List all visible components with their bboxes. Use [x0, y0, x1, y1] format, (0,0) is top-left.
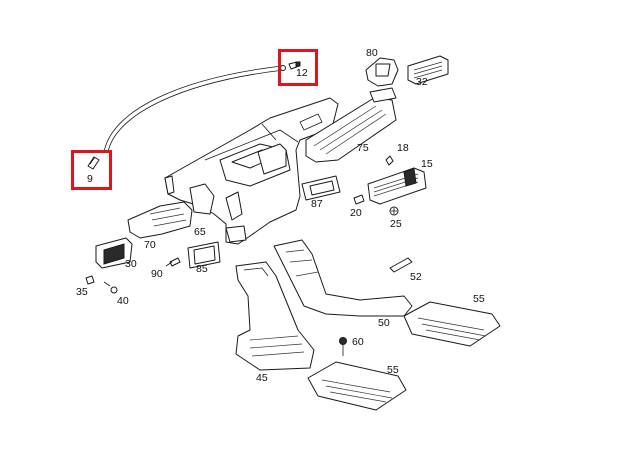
- label-part-85: 85: [196, 263, 208, 275]
- label-part-65: 65: [194, 226, 206, 238]
- part-20-clip: [353, 194, 365, 205]
- label-part-55-lower: 55: [387, 364, 399, 376]
- part-85-bezel: [187, 241, 221, 269]
- label-part-35: 35: [76, 286, 88, 298]
- label-part-30: 30: [125, 258, 137, 270]
- label-part-90: 90: [151, 268, 163, 280]
- label-part-87: 87: [311, 198, 323, 210]
- hose-line: [103, 65, 283, 153]
- part-25-screw: [389, 206, 399, 216]
- part-90-screw: [165, 257, 181, 267]
- part-30-vent: [95, 237, 133, 269]
- part-40-screw: [103, 281, 118, 294]
- part-52-strip: [389, 257, 413, 273]
- part-87-bezel: [301, 175, 341, 201]
- part-12-clip: [280, 61, 301, 71]
- label-part-70: 70: [144, 239, 156, 251]
- label-part-25: 25: [390, 218, 402, 230]
- part-45-duct: [235, 261, 315, 371]
- label-part-20: 20: [350, 207, 362, 219]
- label-part-80: 80: [366, 47, 378, 59]
- part-18-clip: [385, 155, 394, 166]
- label-part-60: 60: [352, 336, 364, 348]
- part-50-duct: [273, 239, 413, 317]
- label-part-50: 50: [378, 317, 390, 329]
- label-part-15: 15: [421, 158, 433, 170]
- label-part-45: 45: [256, 372, 268, 384]
- hose-line-inner: [107, 69, 285, 153]
- part-60-screw: [339, 337, 347, 356]
- highlight-box-9: [71, 150, 112, 190]
- part-9-clip: [87, 156, 100, 170]
- label-part-9: 9: [87, 173, 93, 185]
- part-32-vent: [407, 55, 449, 85]
- label-part-75: 75: [357, 142, 369, 154]
- label-part-12: 12: [296, 67, 308, 79]
- part-55-tray-a: [403, 301, 501, 347]
- label-part-40: 40: [117, 295, 129, 307]
- part-15-vent: [367, 167, 427, 205]
- part-80-elbow: [365, 57, 399, 87]
- dashboard-carrier: [164, 97, 339, 245]
- label-part-32: 32: [416, 76, 428, 88]
- part-55-tray-b: [307, 361, 407, 411]
- label-part-55-upper: 55: [473, 293, 485, 305]
- part-75-duct: [305, 87, 397, 163]
- part-70-duct: [127, 201, 193, 239]
- label-part-52: 52: [410, 271, 422, 283]
- part-35-clip: [85, 275, 95, 285]
- highlight-box-12: [278, 49, 318, 86]
- label-part-18: 18: [397, 142, 409, 154]
